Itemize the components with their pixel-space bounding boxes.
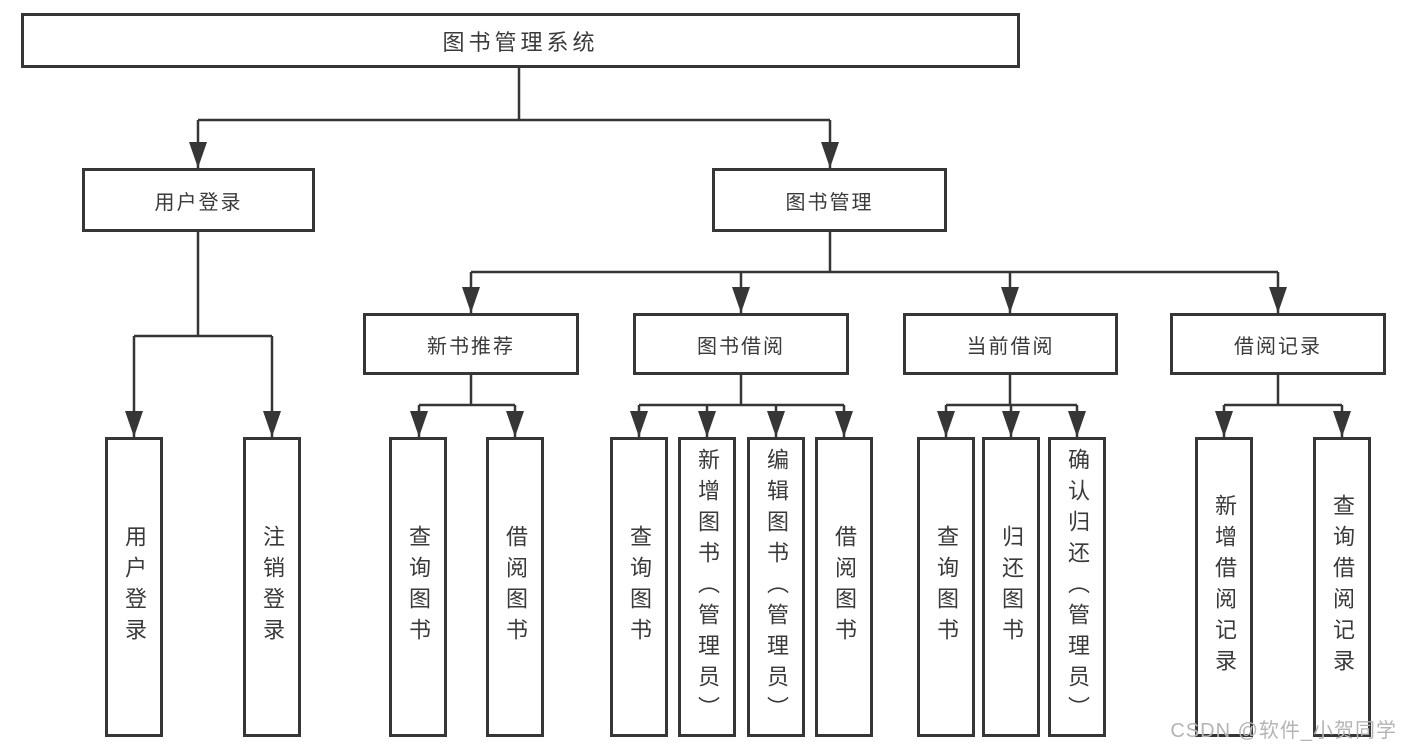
node-add-book-admin: 新增图书（管理员） bbox=[678, 437, 736, 737]
node-label: 查询图书 bbox=[406, 525, 431, 649]
node-user-login-action: 用户登录 bbox=[105, 437, 163, 737]
node-label: 用户登录 bbox=[154, 191, 243, 214]
node-label: 图书管理 bbox=[785, 191, 874, 214]
node-confirm-return-admin: 确认归还（管理员） bbox=[1048, 437, 1106, 737]
node-borrowing-records: 借阅记录 bbox=[1170, 313, 1386, 375]
node-new-book-recommend: 新书推荐 bbox=[363, 313, 579, 375]
node-return-book: 归还图书 bbox=[982, 437, 1040, 737]
node-label: 新书推荐 bbox=[427, 335, 515, 358]
node-user-login: 用户登录 bbox=[82, 168, 315, 232]
node-book-management: 图书管理 bbox=[712, 168, 947, 232]
node-logout-action: 注销登录 bbox=[243, 437, 301, 737]
node-add-borrow-record: 新增借阅记录 bbox=[1195, 437, 1253, 737]
node-current-borrowing: 当前借阅 bbox=[903, 313, 1118, 375]
node-newbook-query-book: 查询图书 bbox=[389, 437, 447, 737]
node-current-query-book: 查询图书 bbox=[917, 437, 975, 737]
node-label: 借阅图书 bbox=[832, 525, 857, 649]
node-label: 图书借阅 bbox=[697, 335, 785, 358]
node-label: 注销登录 bbox=[260, 525, 285, 649]
node-label: 借阅图书 bbox=[503, 525, 528, 649]
node-label: 新增借阅记录 bbox=[1212, 494, 1237, 680]
node-label: 查询图书 bbox=[627, 525, 652, 649]
node-label: 编辑图书（管理员） bbox=[764, 447, 789, 727]
node-library-management-system: 图书管理系统 bbox=[21, 13, 1020, 68]
node-label: 图书管理系统 bbox=[442, 29, 599, 55]
node-label: 查询借阅记录 bbox=[1330, 494, 1355, 680]
node-edit-book-admin: 编辑图书（管理员） bbox=[747, 437, 805, 737]
node-label: 借阅记录 bbox=[1234, 335, 1322, 358]
node-newbook-borrow-book: 借阅图书 bbox=[486, 437, 544, 737]
node-book-borrowing: 图书借阅 bbox=[633, 313, 849, 375]
node-label: 确认归还（管理员） bbox=[1065, 447, 1090, 727]
node-label: 用户登录 bbox=[122, 525, 147, 649]
node-label: 归还图书 bbox=[999, 525, 1024, 649]
csdn-watermark: CSDN @软件_小贺同学 bbox=[1170, 720, 1397, 742]
node-label: 当前借阅 bbox=[966, 335, 1055, 358]
node-borrowing-query-book: 查询图书 bbox=[610, 437, 668, 737]
node-label: 查询图书 bbox=[934, 525, 959, 649]
node-borrowing-borrow-book: 借阅图书 bbox=[815, 437, 873, 737]
edge-lines bbox=[132, 68, 1344, 437]
node-query-borrow-record: 查询借阅记录 bbox=[1313, 437, 1371, 737]
node-label: 新增图书（管理员） bbox=[695, 447, 720, 727]
